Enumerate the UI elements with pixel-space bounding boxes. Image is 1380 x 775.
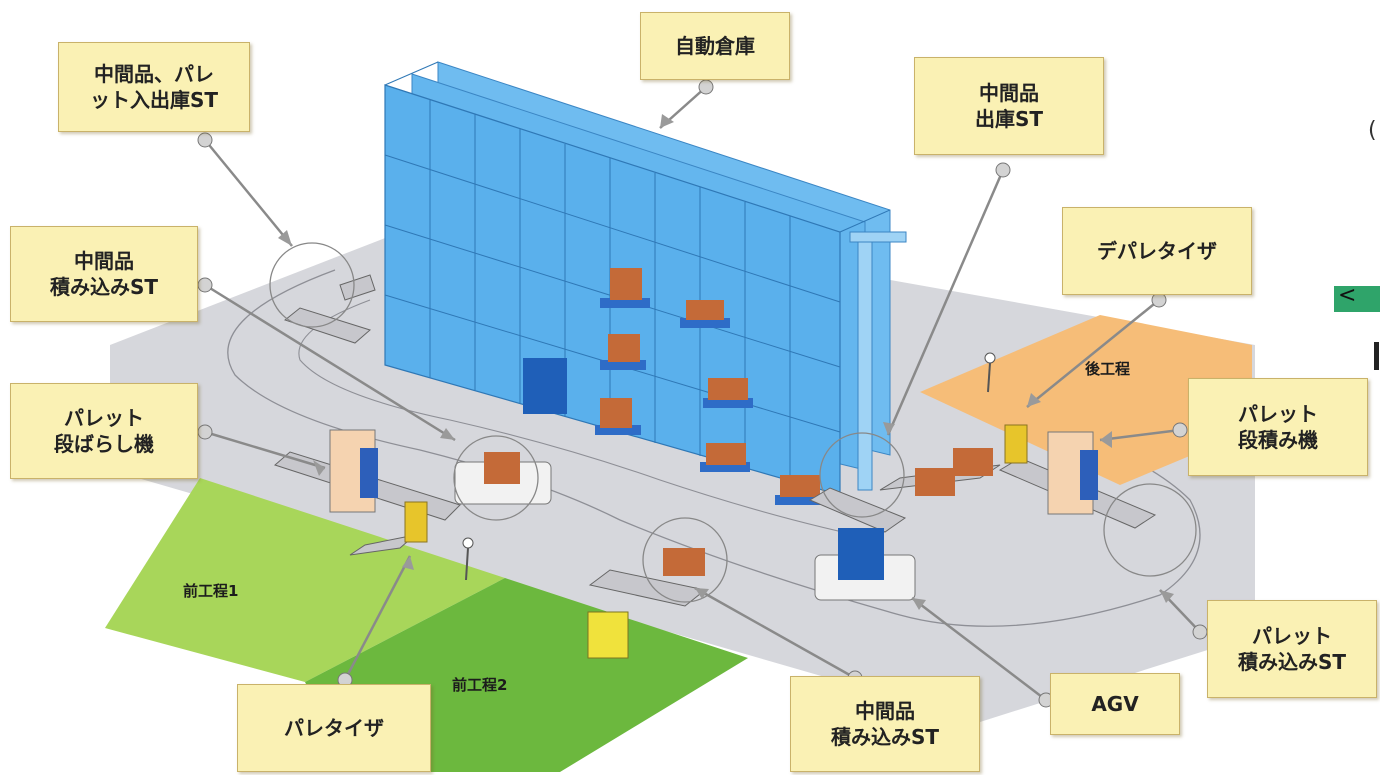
pallet-stacker-opening (1080, 450, 1098, 500)
callout-text: ット入出庫ST (89, 88, 219, 112)
conveyor-cargo (663, 548, 705, 576)
callout-palletizer: パレタイザ (237, 684, 431, 772)
callout-text: 積み込みST (1237, 650, 1347, 674)
callout-text: 中間品 (855, 698, 915, 723)
pre-process-1-label: 前工程1 (183, 582, 239, 600)
agv-track-inner (298, 299, 881, 541)
worker-figure (462, 537, 474, 549)
callout-text: 中間品、パレ (94, 61, 214, 86)
callout-text: パレット (1252, 623, 1332, 648)
agv-cargo (838, 528, 884, 580)
callout-wip-loading-station-upper: 中間品 積み込みST (10, 226, 198, 322)
callout-wip-loading-station-lower: 中間品 積み込みST (790, 676, 980, 772)
callout-text: 積み込みST (49, 275, 159, 299)
conveyor-cargo (953, 448, 993, 476)
callout-text: 積み込みST (830, 725, 940, 749)
callout-depalletizer: デパレタイザ (1062, 207, 1252, 295)
callout-text: デパレタイザ (1097, 238, 1217, 263)
callout-text: 段ばらし機 (54, 432, 154, 456)
rack-top-edge (839, 209, 891, 233)
worker-figure (987, 362, 991, 393)
worker-figure (984, 352, 996, 364)
callout-pallet-loading-station: パレット 積み込みST (1207, 600, 1377, 698)
rack-top-edge (384, 61, 439, 86)
leader-arrowheads (278, 114, 1174, 610)
callout-text: 中間品 (74, 248, 134, 273)
callout-pallet-unstacker: パレット 段ばらし機 (10, 383, 198, 479)
leader-lines (204, 86, 1201, 701)
callout-text: 段積み機 (1238, 428, 1318, 452)
rack-cargo (523, 268, 825, 505)
pallet-unstacker-opening (360, 448, 378, 498)
callout-text: AGV (1091, 691, 1139, 716)
callout-wip-outbound-station: 中間品 出庫ST (914, 57, 1104, 155)
edge-glyph-fragment: < (1338, 283, 1357, 308)
highlight-circles (269, 242, 1197, 603)
worker-figure (465, 547, 469, 581)
depalletizer-robot (1004, 424, 1028, 464)
conveyor-cargo (915, 468, 955, 496)
callout-automated-warehouse: 自動倉庫 (640, 12, 790, 80)
callout-text: パレット (1238, 401, 1318, 426)
callout-pallet-stacker: パレット 段積み機 (1188, 378, 1368, 476)
callout-text: 中間品 (979, 80, 1039, 105)
stacker-crane-top (849, 231, 907, 243)
post-process-zone (920, 315, 1252, 485)
leader-dots (197, 79, 1208, 708)
stacker-crane (857, 231, 873, 491)
edge-green-label-fragment (1334, 286, 1380, 312)
agv-cargo (484, 452, 520, 484)
pre-process-1-zone (105, 478, 505, 682)
callout-wip-pallet-io-station: 中間品、パレ ット入出庫ST (58, 42, 250, 132)
callout-text: パレタイザ (284, 715, 384, 740)
post-process-label: 後工程 (1085, 360, 1131, 378)
agv-track (227, 269, 1201, 627)
callout-agv: AGV (1050, 673, 1180, 735)
edge-bar-fragment (1374, 342, 1379, 370)
pre-process-2-label: 前工程2 (452, 676, 508, 694)
palletizer-robot (404, 501, 428, 543)
callout-text: パレット (64, 405, 144, 430)
forklift (587, 611, 629, 659)
edge-bracket-fragment: ( (1368, 118, 1377, 143)
callout-text: 自動倉庫 (675, 33, 755, 58)
callout-text: 出庫ST (974, 107, 1044, 131)
